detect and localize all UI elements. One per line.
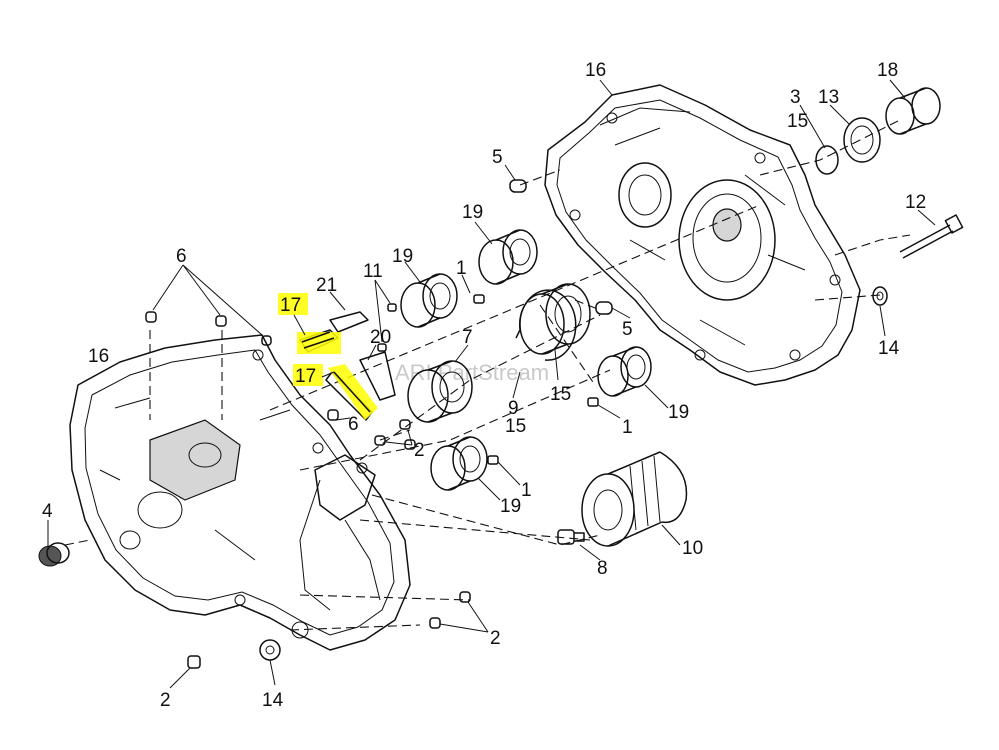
callout-15: 15 [787, 111, 808, 132]
callout-17: 17 [295, 366, 316, 387]
callout-15: 15 [505, 416, 526, 437]
callout-12: 12 [905, 192, 926, 213]
callout-18: 18 [877, 60, 898, 81]
callout-5: 5 [492, 147, 503, 168]
callout-19: 19 [500, 496, 521, 517]
callout-5: 5 [622, 319, 633, 340]
part-5-dowel [509, 179, 527, 193]
callout-2: 2 [414, 440, 425, 461]
callout-2: 2 [490, 628, 501, 649]
highlight-callout-17-upper [278, 293, 308, 315]
callout-1: 1 [521, 480, 532, 501]
callout-19: 19 [392, 246, 413, 267]
callout-21: 21 [316, 275, 337, 296]
part-19-bearing [478, 229, 538, 285]
callout-16: 16 [88, 346, 109, 367]
callout-7: 7 [462, 327, 473, 348]
callout-4: 4 [42, 501, 53, 522]
left-crankcase-half [69, 334, 411, 651]
part-14-washer [259, 639, 281, 661]
callout-10: 10 [682, 538, 703, 559]
callout-labels: 16 18 3 13 15 5 19 12 6 21 11 19 1 17 20… [42, 60, 926, 711]
part-14-washer [872, 286, 888, 306]
callout-1: 1 [456, 258, 467, 279]
part-13-seal [843, 117, 881, 163]
callout-20: 20 [370, 327, 391, 348]
callout-16: 16 [585, 60, 606, 81]
highlight-callout-17-lower [293, 364, 323, 386]
callout-6: 6 [176, 246, 187, 267]
part-19-bearing [400, 273, 458, 328]
part-15-ring [815, 145, 839, 175]
part-8-fitting [557, 529, 585, 545]
right-crankcase-half [544, 84, 861, 386]
part-19-bearing [430, 436, 488, 491]
callout-3: 3 [790, 87, 801, 108]
callout-19: 19 [462, 202, 483, 223]
callout-14: 14 [262, 690, 284, 711]
small-parts [38, 87, 964, 669]
part-7-bearing [407, 360, 473, 423]
part-6-dowel [215, 315, 227, 327]
part-1-screw [587, 397, 599, 407]
part-20-bracket [359, 351, 396, 401]
callout-17: 17 [280, 295, 301, 316]
part-6-dowel [145, 311, 157, 323]
callout-15: 15 [550, 384, 571, 405]
part-18-bushing [885, 87, 941, 135]
callout-2: 2 [160, 690, 171, 711]
part-2-dowel [374, 435, 386, 446]
part-4-seal [38, 542, 70, 567]
part-1-screw [473, 294, 485, 304]
leader-lines [47, 79, 936, 689]
part-2-dowel [429, 617, 441, 629]
callout-9: 9 [508, 398, 519, 419]
part-11-screw [387, 303, 397, 312]
callout-8: 8 [597, 558, 608, 579]
callout-19: 19 [668, 402, 689, 423]
part-15-bearing [519, 283, 591, 355]
part-17-plate-outline [333, 371, 371, 413]
callout-11: 11 [363, 261, 383, 282]
part-19-bearing [597, 346, 652, 397]
part-2-dowel [187, 655, 201, 669]
callout-1: 1 [622, 417, 633, 438]
callout-13: 13 [818, 87, 839, 108]
part-10-oil-filter [581, 451, 688, 547]
callout-6: 6 [348, 414, 359, 435]
part-17-plate-outline [301, 331, 335, 349]
part-5-dowel [595, 301, 613, 315]
part-21-bracket [329, 311, 369, 333]
part-1-screw [487, 455, 499, 465]
callout-14: 14 [878, 338, 900, 359]
part-6-dowel [261, 335, 272, 346]
part-9-snap-ring [515, 289, 577, 361]
part-6-dowel [327, 409, 339, 421]
part-2-dowel [399, 419, 411, 430]
part-2-dowel [459, 591, 471, 603]
part-12-bolt [899, 214, 964, 259]
part-11-screw [377, 343, 387, 352]
